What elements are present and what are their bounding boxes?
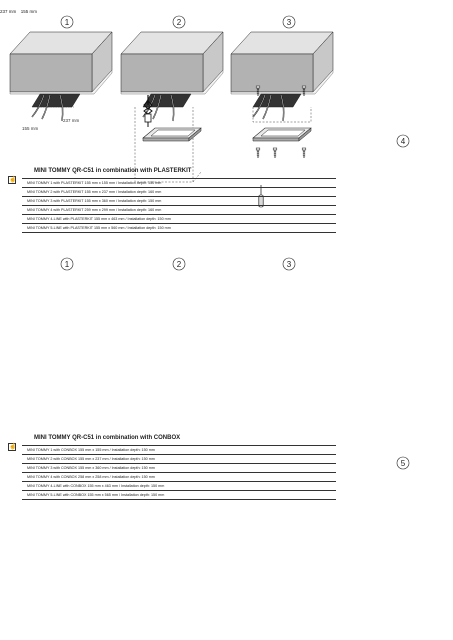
step-3-marker: 3 [282,15,296,29]
step-b3-number: 3 [287,260,292,269]
table-row: MINI TOMMY 4-LINE with CONBOX 155 mm x 4… [22,482,336,491]
table-row: MINI TOMMY 4-LINE with PLASTERKIT 155 mm… [22,215,336,224]
step-b1-marker: 1 [60,257,74,271]
section-2-title: MINI TOMMY QR-C51 in combination with CO… [34,435,181,441]
table-row: MINI TOMMY 5-LINE with PLASTERKIT 155 mm… [22,224,336,233]
step-1-marker: 1 [60,15,74,29]
step-2-number: 2 [177,18,182,27]
table-row: MINI TOMMY 3 with PLASTERKIT 155 mm x 36… [22,197,336,206]
step-2-ceiling-illustration [120,31,224,183]
hand-icon-2: ☝ [8,443,17,451]
conbox-table: MINI TOMMY 1 with CONBOX 155 mm x 155 mm… [22,445,336,500]
dim-depth-label-1: 155 mm [22,126,39,131]
table-row: MINI TOMMY 1 with PLASTERKIT 155 mm x 15… [22,179,336,188]
hand-icon: ☝ [8,176,17,184]
step-4-number: 4 [401,137,406,146]
step-1-number: 1 [65,18,70,27]
step-b2-marker: 2 [172,257,186,271]
table-row: MINI TOMMY 3 with CONBOX 155 mm x 360 mm… [22,464,336,473]
dim-width-label-2: 237 mm [0,9,17,14]
section-1-title: MINI TOMMY QR-C51 in combination with PL… [34,168,192,174]
step-5-marker: 5 [396,456,410,470]
step-1-ceiling-illustration [9,31,113,122]
dim-depth-label-2: 155 mm [20,9,37,14]
step-4-marker: 4 [396,134,410,148]
step-b1-number: 1 [65,260,70,269]
table-row: MINI TOMMY 5-LINE with CONBOX 155 mm x 5… [22,491,336,500]
step-b2-number: 2 [177,260,182,269]
step-2-marker: 2 [172,15,186,29]
dim-width-label-1: 237 mm [63,118,80,123]
table-row: MINI TOMMY 4 with CONBOX 258 mm x 258 mm… [22,473,336,482]
table-row: MINI TOMMY 2 with PLASTERKIT 155 mm x 23… [22,188,336,197]
table-row: MINI TOMMY 1 with CONBOX 155 mm x 155 mm… [22,446,336,455]
step-3-number: 3 [287,18,292,27]
plasterkit-frame-icon-3 [252,127,312,142]
step-3-ceiling-illustration [230,31,334,123]
plasterkit-frame-icon-2 [142,127,202,142]
step-b3-marker: 3 [282,257,296,271]
plasterkit-table: MINI TOMMY 1 with PLASTERKIT 155 mm x 15… [22,178,336,233]
table-row: MINI TOMMY 4 with PLASTERKIT 259 mm x 29… [22,206,336,215]
step-5-number: 5 [401,459,406,468]
table-row: MINI TOMMY 2 with CONBOX 155 mm x 237 mm… [22,455,336,464]
